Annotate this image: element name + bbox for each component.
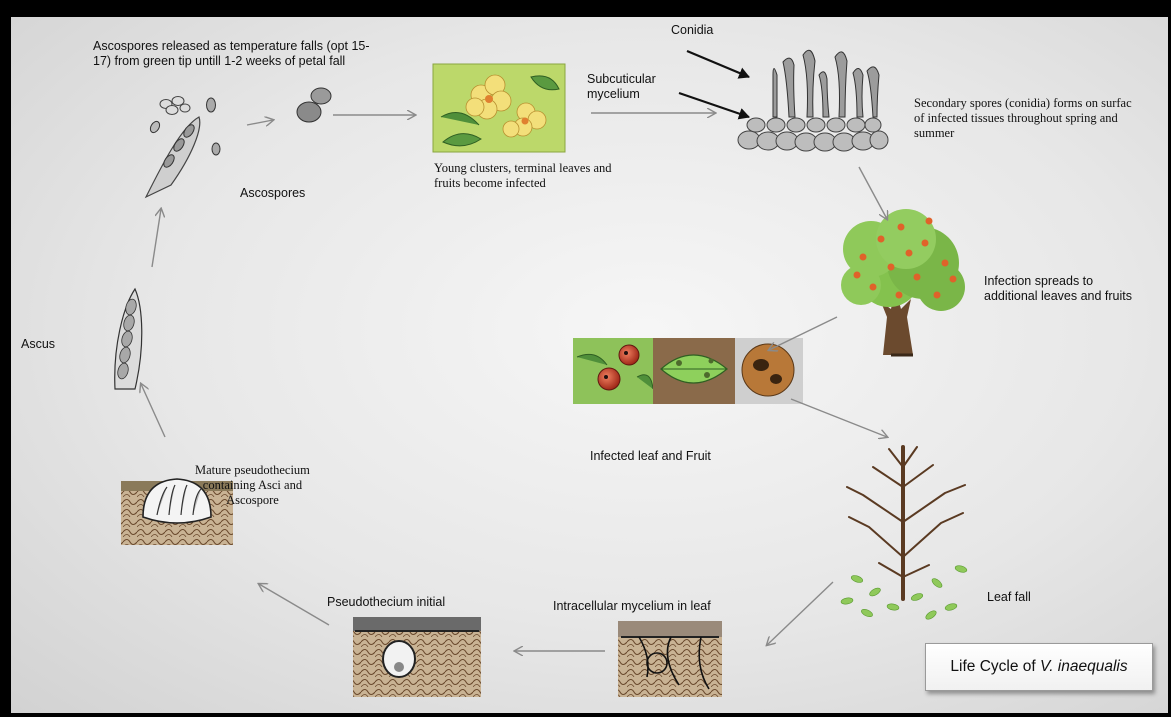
arrow-leaffall-to-intracellular bbox=[767, 582, 833, 645]
title-box: Life Cycle of V. inaequalis bbox=[925, 643, 1153, 691]
young-clusters-illustration bbox=[433, 64, 565, 152]
ascus-illustration bbox=[115, 289, 142, 389]
title-species: V. inaequalis bbox=[1040, 658, 1128, 676]
arrow-infected-to-leaffall bbox=[791, 399, 887, 437]
label-infected-leaf-fruit: Infected leaf and Fruit bbox=[590, 449, 711, 464]
label-intracellular-mycelium: Intracellular mycelium in leaf bbox=[553, 599, 711, 614]
label-conidia: Conidia bbox=[671, 23, 713, 38]
label-leaf-fall: Leaf fall bbox=[987, 590, 1031, 605]
label-infection-spreads: Infection spreads to additional leaves a… bbox=[984, 274, 1132, 304]
arrow-conidia-to-tree bbox=[859, 167, 887, 219]
diagram-canvas: Ascospores released as temperature falls… bbox=[11, 17, 1168, 713]
infected-leaf-fruit-illustration bbox=[573, 338, 803, 404]
label-ascus: Ascus bbox=[21, 337, 55, 352]
arrow-ascus-to-ascospores bbox=[152, 209, 161, 267]
label-ascospores-released: Ascospores released as temperature falls… bbox=[93, 39, 370, 69]
arrow-asco-to-spore bbox=[247, 120, 273, 125]
arrow-initial-to-mature bbox=[259, 584, 329, 625]
arrow-conidia-pointer bbox=[687, 51, 749, 77]
label-young-clusters: Young clusters, terminal leaves and frui… bbox=[434, 161, 612, 191]
label-subcuticular-mycelium: Subcuticular mycelium bbox=[587, 72, 656, 102]
conidia-illustration bbox=[738, 50, 888, 151]
arrow-mature-to-ascus bbox=[141, 384, 165, 437]
label-secondary-spores: Secondary spores (conidia) forms on surf… bbox=[914, 96, 1132, 141]
label-pseudothecium-initial: Pseudothecium initial bbox=[327, 595, 445, 610]
label-ascospores: Ascospores bbox=[240, 186, 305, 201]
intracellular-mycelium-illustration bbox=[618, 621, 722, 697]
pseudothecium-initial-illustration bbox=[353, 617, 481, 697]
ascospore-cluster-illustration bbox=[146, 97, 220, 198]
ascospore-illustration bbox=[297, 88, 331, 122]
label-mature-pseudothecium: Mature pseudothecium containing Asci and… bbox=[195, 463, 310, 508]
bare-tree-illustration bbox=[847, 447, 965, 599]
title-prefix: Life Cycle of bbox=[950, 658, 1040, 676]
fruiting-tree-illustration bbox=[841, 209, 965, 355]
conidia-pointer-arrows bbox=[679, 51, 749, 117]
